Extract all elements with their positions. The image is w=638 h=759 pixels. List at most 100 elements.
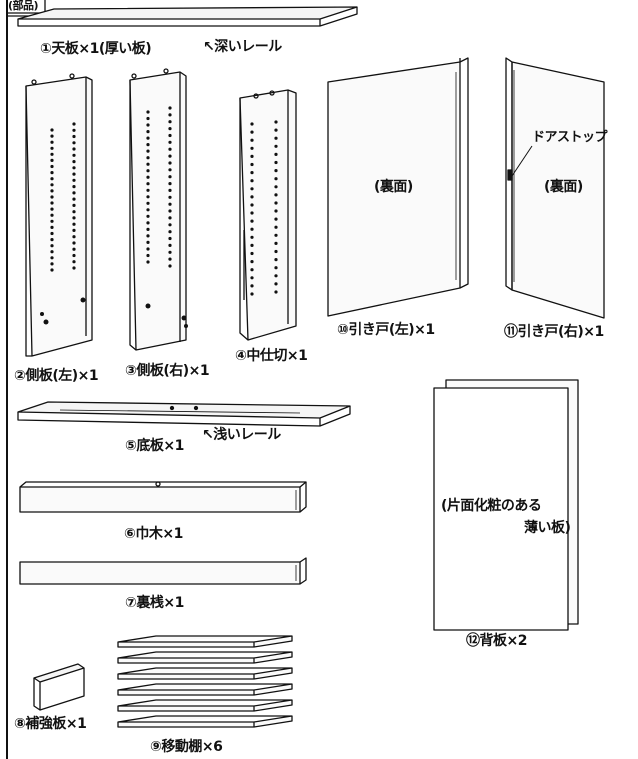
shelf-pin-hole xyxy=(72,216,76,220)
shelf-pin-hole xyxy=(168,264,172,268)
shelf-pin-hole xyxy=(50,256,54,260)
shelf-board xyxy=(117,651,293,664)
shelf-pin-hole xyxy=(146,260,150,264)
shelf-board xyxy=(117,635,293,648)
baseboard-label: ⑥巾木×1 xyxy=(124,526,183,542)
shelf-pin-hole xyxy=(250,146,254,150)
shelf-pin-hole xyxy=(50,238,54,242)
shelf-pin-hole xyxy=(146,188,150,192)
shelf-board xyxy=(117,667,293,680)
shelf-pin-hole xyxy=(50,146,54,150)
shelf-pin-hole xyxy=(168,257,172,261)
divider-illustration xyxy=(239,89,297,341)
shelf-pin-hole xyxy=(274,193,278,197)
door-right-illustration xyxy=(505,57,605,319)
shelf-pin-hole xyxy=(250,292,254,296)
shelf-pin-hole xyxy=(168,236,172,241)
shelf-pin-hole xyxy=(250,179,254,183)
door-stop-label: ドアストップ xyxy=(532,130,608,145)
reinforcement-illustration xyxy=(33,663,85,711)
shelf-pin-hole xyxy=(146,162,150,166)
top-board-label: ①天板×1(厚い板) xyxy=(40,41,152,57)
back-panel-note-1: (片面化粧のある xyxy=(441,498,542,514)
shelf-pin-hole xyxy=(50,201,54,205)
side-right-holes-b xyxy=(168,106,172,268)
shelf-pin-hole xyxy=(274,136,278,140)
side-left-holes-a xyxy=(50,128,54,272)
shelf-pin-hole xyxy=(72,253,76,258)
door-left-label: ⑩引き戸(左)×1 xyxy=(337,322,435,338)
divider-holes-b xyxy=(274,120,278,294)
shelf-pin-hole xyxy=(50,171,54,175)
back-rail-illustration xyxy=(19,557,307,585)
back-panel-label: ⑫背板×2 xyxy=(466,633,527,649)
shelves-illustration xyxy=(117,635,293,728)
shelf-pin-hole xyxy=(168,250,172,254)
shelf-pin-hole xyxy=(146,123,150,127)
shelf-pin-hole xyxy=(50,177,54,181)
shelf-pin-hole xyxy=(168,113,172,117)
shelf-pin-hole xyxy=(72,247,76,251)
divider-holes-a xyxy=(250,122,254,296)
side-left-holes-b xyxy=(72,122,76,270)
shelf-pin-hole xyxy=(50,219,54,223)
shelf-pin-hole xyxy=(274,177,278,181)
baseboard-illustration xyxy=(19,481,307,513)
shelf-pin-hole xyxy=(50,134,54,138)
shelf-pin-hole xyxy=(146,227,150,231)
shelf-pin-hole xyxy=(50,268,54,272)
shelf-pin-hole xyxy=(250,211,254,215)
bottom-board-illustration xyxy=(17,401,351,427)
shelf-pin-hole xyxy=(274,144,278,148)
shelf-pin-hole xyxy=(50,207,54,211)
shelf-pin-hole xyxy=(146,214,150,218)
shelf-pin-hole xyxy=(146,195,150,199)
shelf-pin-hole xyxy=(72,197,76,201)
side-left-label: ②側板(左)×1 xyxy=(14,368,99,384)
shelf-pin-hole xyxy=(250,235,254,239)
shelf-pin-hole xyxy=(250,219,254,223)
shelf-pin-hole xyxy=(146,130,150,134)
back-panel-note-2: 薄い板) xyxy=(524,520,571,536)
shelf-board xyxy=(117,715,293,728)
shelf-pin-hole xyxy=(50,250,54,254)
shelf-pin-hole xyxy=(50,195,54,199)
shelf-pin-hole xyxy=(72,185,76,189)
shelf-pin-hole xyxy=(274,152,278,156)
shelf-pin-hole xyxy=(146,136,150,140)
shelf-pin-hole xyxy=(146,149,150,153)
shelf-pin-hole xyxy=(146,175,150,179)
door-right-label: ⑪引き戸(右)×1 xyxy=(504,324,604,340)
shelf-pin-hole xyxy=(250,154,254,158)
door-left-illustration xyxy=(327,57,469,317)
shelf-pin-hole xyxy=(250,171,254,175)
shelf-pin-hole xyxy=(50,225,54,229)
shelf-pin-hole xyxy=(146,182,150,186)
shelf-pin-hole xyxy=(250,260,254,264)
shelf-pin-hole xyxy=(50,164,54,169)
shelf-pin-hole xyxy=(146,247,150,251)
shelf-pin-hole xyxy=(274,290,278,294)
bottom-board-label: ⑤底板×1 xyxy=(125,438,184,454)
shelf-pin-hole xyxy=(146,234,150,238)
shelf-pin-hole xyxy=(274,258,278,262)
shelf-pin-hole xyxy=(146,253,150,258)
shelf-pin-hole xyxy=(168,223,172,227)
shelf-pin-hole xyxy=(274,266,278,270)
shelf-board xyxy=(117,699,293,712)
shelf-pin-hole xyxy=(146,143,150,147)
shelf-pin-hole xyxy=(72,266,76,270)
shelf-pin-hole xyxy=(168,182,172,186)
shelf-pin-hole xyxy=(50,158,54,162)
back-panel-illustration xyxy=(433,379,579,631)
shelf-pin-hole xyxy=(50,231,54,236)
shelf-pin-hole xyxy=(168,209,172,213)
shelf-pin-hole xyxy=(250,203,254,207)
back-rail-label: ⑦裏桟×1 xyxy=(125,595,184,611)
shelf-pin-hole xyxy=(146,116,150,121)
deep-rail-label: ↖深いレール xyxy=(203,39,282,55)
header-tab-box xyxy=(6,0,46,14)
shelf-pin-hole xyxy=(168,106,172,110)
shelf-pin-hole xyxy=(250,268,254,272)
